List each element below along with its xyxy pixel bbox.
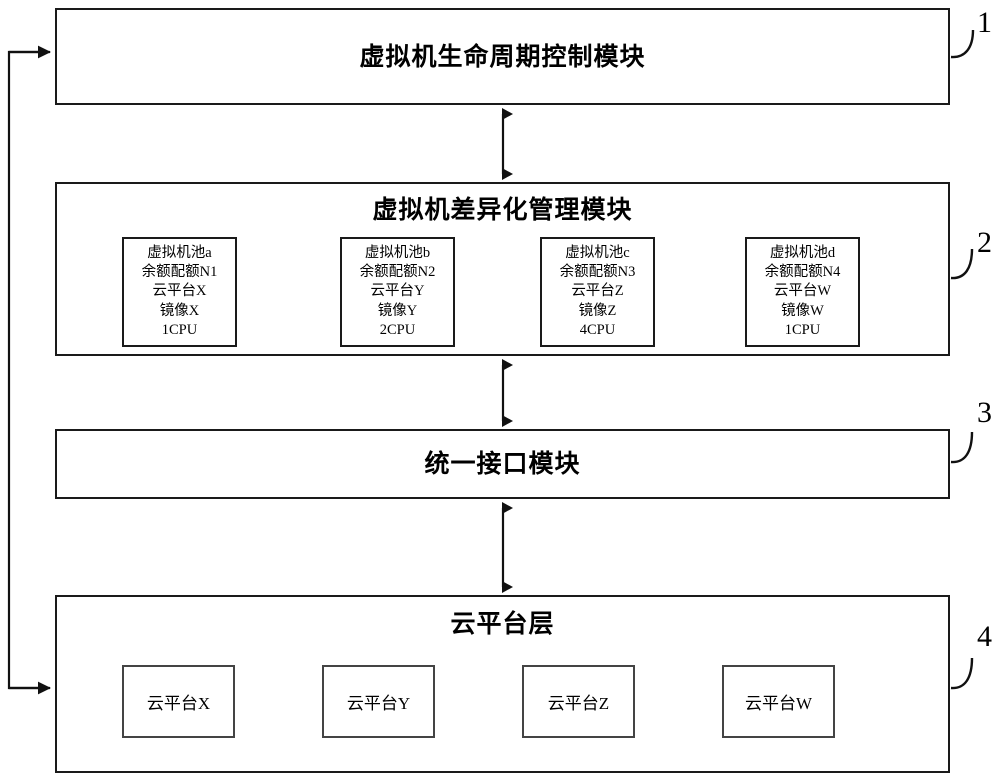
vm-pool-c-image: 镜像Z [578,302,617,319]
vm-pool-b-name: 虚拟机池b [364,245,431,262]
vm-pool-d-cpu: 1CPU [784,321,821,338]
vm-pool-b-image: 镜像Y [377,302,418,319]
vm-pool-a[interactable]: 虚拟机池a 余额配额N1 云平台X 镜像X 1CPU [122,237,237,347]
reference-leader-2 [950,248,974,280]
reference-number-4: 4 [977,620,992,653]
module-lifecycle-control[interactable]: 虚拟机生命周期控制模块 [55,8,950,105]
vm-pool-c[interactable]: 虚拟机池c 余额配额N3 云平台Z 镜像Z 4CPU [540,237,655,347]
vm-pool-a-image: 镜像X [159,302,200,319]
left-bypass-connector [7,45,51,695]
reference-leader-1 [950,29,975,59]
cloud-platform-x[interactable]: 云平台X [122,665,235,738]
vm-pool-d[interactable]: 虚拟机池d 余额配额N4 云平台W 镜像W 1CPU [745,237,860,347]
reference-number-1: 1 [977,6,992,39]
vm-pool-c-quota: 余额配额N3 [559,264,636,281]
cloud-platform-x-label: 云平台X [146,694,211,713]
cloud-platform-w[interactable]: 云平台W [722,665,835,738]
module-cloudlayer-title: 云平台层 [450,611,555,638]
cloud-platform-row: 云平台X 云平台Y 云平台Z 云平台W [57,665,948,743]
vm-pool-d-quota: 余额配额N4 [764,264,841,281]
vm-pool-a-platform: 云平台X [152,283,207,300]
vm-pool-b-cpu: 2CPU [379,321,416,338]
module-interface-title: 统一接口模块 [424,451,581,478]
module-cloud-platform-layer[interactable]: 云平台层 云平台X 云平台Y 云平台Z 云平台W [55,595,950,773]
cloud-platform-y[interactable]: 云平台Y [322,665,435,738]
vm-pool-c-cpu: 4CPU [579,321,616,338]
vm-pool-b[interactable]: 虚拟机池b 余额配额N2 云平台Y 镜像Y 2CPU [340,237,455,347]
module-differentiation-title: 虚拟机差异化管理模块 [372,197,633,224]
reference-leader-3 [950,431,974,464]
reference-leader-4 [950,657,974,690]
reference-number-2: 2 [977,226,992,259]
vm-pool-d-name: 虚拟机池d [769,245,836,262]
cloud-platform-w-label: 云平台W [744,694,813,713]
vm-pool-b-platform: 云平台Y [370,283,425,300]
vm-pool-c-platform: 云平台Z [571,283,624,300]
vm-pool-d-platform: 云平台W [773,283,832,300]
reference-number-3: 3 [977,396,992,429]
module-lifecycle-title: 虚拟机生命周期控制模块 [359,44,646,71]
vm-pool-a-quota: 余额配额N1 [141,264,218,281]
vm-pool-c-name: 虚拟机池c [565,245,630,262]
cloud-platform-z[interactable]: 云平台Z [522,665,635,738]
module-unified-interface[interactable]: 统一接口模块 [55,429,950,499]
vm-pool-row: 虚拟机池a 余额配额N1 云平台X 镜像X 1CPU 虚拟机池b 余额配额N2 … [57,237,948,349]
vm-pool-a-name: 虚拟机池a [147,245,212,262]
cloud-platform-y-label: 云平台Y [346,694,411,713]
vm-pool-b-quota: 余额配额N2 [359,264,436,281]
vm-pool-d-image: 镜像W [781,302,824,319]
cloud-platform-z-label: 云平台Z [547,694,610,713]
vm-pool-a-cpu: 1CPU [161,321,198,338]
module-differentiation-management[interactable]: 虚拟机差异化管理模块 虚拟机池a 余额配额N1 云平台X 镜像X 1CPU 虚拟… [55,182,950,356]
